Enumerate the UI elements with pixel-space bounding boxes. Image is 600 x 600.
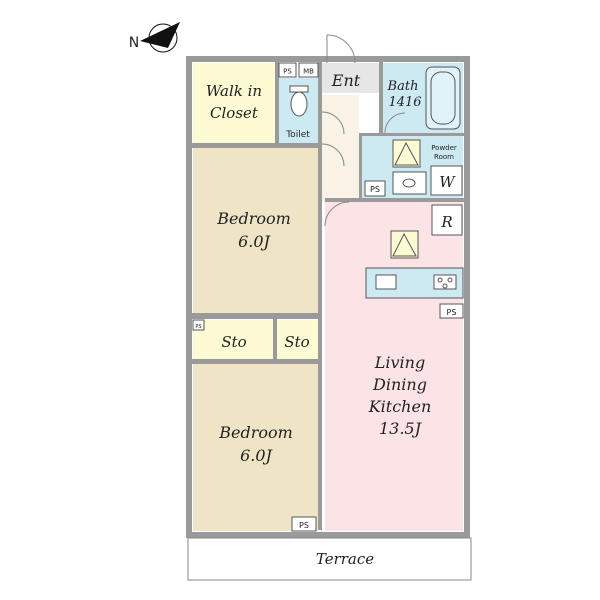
utility-tags: PS MB PS PS PS PS <box>192 62 464 532</box>
toilet-label: Toilet <box>285 130 310 140</box>
ldk-label-kitchen: Kitchen <box>368 397 432 416</box>
stove-icon <box>433 274 457 290</box>
washer-space <box>430 165 463 196</box>
terrace-area <box>187 537 472 581</box>
basin-icon <box>402 178 416 188</box>
compass-needle-icon <box>140 22 180 48</box>
walk-in-closet-label-2: Closet <box>210 104 259 122</box>
walk-in-closet-label: Walk in <box>206 82 262 100</box>
ldk-size-label: 13.5J <box>379 419 423 438</box>
bathtub-inner <box>430 71 456 125</box>
svg-text:PS: PS <box>195 324 201 330</box>
bedroom-lower-label: Bedroom <box>218 423 293 442</box>
powder-room-label-2: Room <box>434 153 454 161</box>
outer-walls <box>186 56 470 538</box>
terrace-label: Terrace <box>316 550 374 568</box>
compass-north-label: N <box>129 35 139 51</box>
ldk-label-living: Living <box>374 353 425 372</box>
bath-size-label: 1416 <box>388 95 421 110</box>
svg-text:PS: PS <box>370 185 380 194</box>
washer-label: W <box>439 173 456 191</box>
fridge-space <box>431 204 463 236</box>
svg-text:MB: MB <box>303 68 314 76</box>
interior-walls <box>192 62 464 530</box>
compass: N <box>129 22 180 53</box>
washbasin <box>392 171 427 195</box>
svg-text:PS: PS <box>299 521 309 530</box>
storage-left-room <box>193 320 273 360</box>
bathtub <box>425 66 461 130</box>
bedroom-upper-label: Bedroom <box>216 209 291 228</box>
bedroom-lower-size-label: 6.0J <box>240 446 273 465</box>
powder-room-label: Powder <box>431 144 457 152</box>
storage-right-label: Sto <box>284 333 309 351</box>
kitchen-sink-icon <box>375 274 397 290</box>
bedroom-upper-size-label: 6.0J <box>238 232 271 251</box>
hallway-area <box>322 95 359 202</box>
storage-right-room <box>277 320 318 360</box>
entrance-area <box>322 63 379 93</box>
entrance-label: Ent <box>331 71 361 90</box>
fridge-label: R <box>440 213 452 231</box>
toilet-tank <box>289 85 309 93</box>
svg-text:PS: PS <box>447 308 457 317</box>
ventilation-markers <box>390 139 421 259</box>
ldk-label-dining: Dining <box>372 375 427 394</box>
storage-left-label: Sto <box>221 333 246 351</box>
toilet-bowl-icon <box>290 91 308 117</box>
bath-label: Bath <box>387 79 419 94</box>
walk-in-closet-room <box>193 63 275 146</box>
bedroom-lower-room <box>193 364 318 531</box>
svg-text:PS: PS <box>283 68 292 76</box>
door-swings <box>321 34 406 227</box>
bedroom-upper-room <box>193 148 318 313</box>
